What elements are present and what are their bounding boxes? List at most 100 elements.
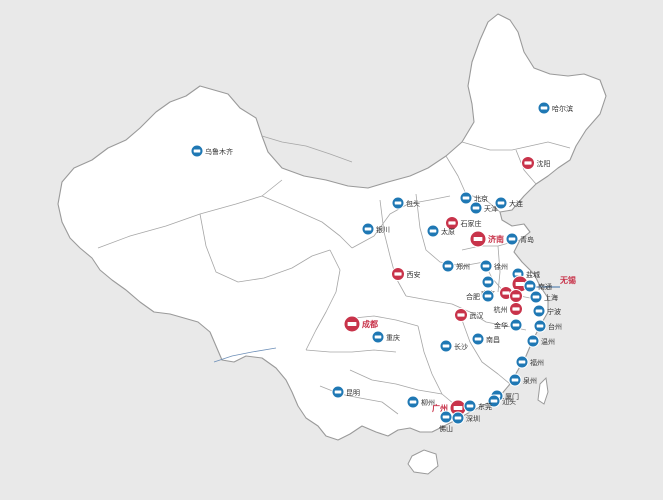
city-label-xiamen: 厦门 bbox=[505, 392, 519, 401]
city-marker-nanchang[interactable]: 南昌 bbox=[471, 332, 500, 346]
city-logo-tianjin bbox=[472, 206, 480, 210]
city-marker-urumqi[interactable]: 乌鲁木齐 bbox=[190, 144, 233, 158]
city-logo-yancheng bbox=[514, 272, 522, 276]
city-label-jinan: 济南 bbox=[488, 234, 504, 244]
city-logo-zhengzhou bbox=[444, 264, 452, 268]
city-logo-hangzhou bbox=[512, 307, 520, 311]
city-logo-shenzhen bbox=[454, 416, 462, 420]
city-marker-dongguan[interactable]: 东莞 bbox=[463, 399, 492, 413]
city-logo-liuzhou bbox=[409, 400, 417, 404]
city-label-changsha: 长沙 bbox=[454, 342, 468, 351]
city-label-harbin: 哈尔滨 bbox=[552, 104, 573, 113]
city-marker-nantong[interactable]: 南通 bbox=[523, 279, 552, 293]
city-marker-liuzhou[interactable]: 柳州 bbox=[406, 395, 435, 409]
city-logo-taiyuan bbox=[429, 229, 437, 233]
city-marker-hangzhou[interactable]: 杭州 bbox=[494, 302, 523, 316]
city-label-wuhan: 武汉 bbox=[470, 311, 484, 320]
city-label-hefei: 合肥 bbox=[466, 292, 480, 301]
city-marker-shanghai[interactable]: 上海 bbox=[529, 290, 558, 304]
city-logo-chengdu bbox=[347, 322, 357, 326]
city-marker-zhengzhou[interactable]: 郑州 bbox=[441, 259, 470, 273]
city-logo-ningbo bbox=[535, 309, 543, 313]
city-marker-shijiazhuang[interactable]: 石家庄 bbox=[445, 216, 482, 230]
city-label-taiyuan: 太原 bbox=[441, 227, 455, 236]
taiwan-island bbox=[537, 376, 549, 405]
city-logo-guangzhou bbox=[453, 406, 463, 410]
hainan-island bbox=[407, 449, 439, 475]
city-logo-harbin bbox=[540, 106, 548, 110]
city-marker-shenzhen[interactable]: 深圳 bbox=[451, 411, 480, 425]
city-logo-fuzhou bbox=[518, 360, 526, 364]
city-label-taizhou: 台州 bbox=[548, 322, 562, 331]
city-marker-dalian[interactable]: 大连 bbox=[494, 196, 523, 210]
city-logo-wuxi bbox=[515, 282, 525, 286]
city-label-xian: 西安 bbox=[407, 270, 421, 279]
city-logo-xian bbox=[394, 272, 402, 276]
city-marker-chongqing[interactable]: 重庆 bbox=[371, 330, 400, 344]
city-marker-kunming[interactable]: 昆明 bbox=[331, 385, 360, 399]
city-label-dongguan: 东莞 bbox=[478, 402, 492, 411]
city-label-yancheng: 盐城 bbox=[526, 270, 540, 279]
city-marker-qingdao[interactable]: 青岛 bbox=[505, 232, 534, 246]
city-logo-quanzhou bbox=[511, 378, 519, 382]
city-label-yinchuan: 银川 bbox=[376, 225, 390, 234]
city-logo-dalian bbox=[497, 201, 505, 205]
city-label-nanchang: 南昌 bbox=[486, 335, 500, 344]
city-label-qingdao: 青岛 bbox=[520, 235, 534, 244]
city-marker-quanzhou[interactable]: 泉州 bbox=[508, 373, 537, 387]
city-logo-shanghai bbox=[532, 295, 540, 299]
china-mainland bbox=[57, 13, 607, 441]
city-label-chongqing: 重庆 bbox=[386, 333, 400, 342]
city-label-shantou: 汕头 bbox=[502, 397, 516, 406]
city-marker-shenyang[interactable]: 沈阳 bbox=[521, 156, 551, 170]
city-logo-baotou bbox=[394, 201, 402, 205]
city-marker-jinhua[interactable]: 金华 bbox=[494, 318, 523, 332]
city-label-quanzhou: 泉州 bbox=[523, 376, 537, 385]
city-marker-hefei[interactable]: 合肥 bbox=[466, 289, 495, 303]
city-marker-ningbo[interactable]: 宁波 bbox=[532, 304, 561, 318]
city-label-shenzhen: 深圳 bbox=[466, 414, 480, 423]
city-marker-xian[interactable]: 西安 bbox=[391, 267, 421, 281]
city-logo-jinhua bbox=[512, 323, 520, 327]
city-label-beijing: 北京 bbox=[474, 194, 488, 203]
city-marker-harbin[interactable]: 哈尔滨 bbox=[537, 101, 573, 115]
city-marker-shantou[interactable]: 汕头 bbox=[487, 394, 516, 408]
city-label-tianjin: 天津 bbox=[484, 205, 498, 213]
city-marker-xuzhou[interactable]: 徐州 bbox=[479, 259, 508, 273]
city-marker-taiyuan[interactable]: 太原 bbox=[426, 224, 455, 238]
city-marker-suzhou[interactable] bbox=[509, 289, 523, 303]
city-logo-xuzhou bbox=[482, 264, 490, 268]
city-logo-wuhan bbox=[457, 313, 465, 317]
city-marker-yinchuan[interactable]: 银川 bbox=[361, 222, 390, 236]
city-logo-changzhou bbox=[502, 291, 510, 295]
city-logo-suzhou bbox=[512, 294, 520, 298]
city-label-jinhua: 金华 bbox=[494, 321, 508, 330]
city-markers: 乌鲁木齐哈尔滨沈阳北京天津大连包头银川石家庄太原济南青岛西安郑州徐州盐城无锡南京… bbox=[190, 101, 576, 433]
city-marker-changsha[interactable]: 长沙 bbox=[439, 339, 468, 353]
city-marker-taizhou[interactable]: 台州 bbox=[533, 319, 562, 333]
city-label-urumqi: 乌鲁木齐 bbox=[205, 147, 233, 156]
city-marker-baotou[interactable]: 包头 bbox=[391, 196, 420, 210]
city-label-baotou: 包头 bbox=[406, 199, 420, 208]
city-marker-tianjin[interactable]: 天津 bbox=[469, 201, 498, 215]
city-marker-jinan[interactable]: 济南 bbox=[469, 230, 504, 248]
city-marker-fuzhou[interactable]: 福州 bbox=[515, 355, 544, 369]
city-label-shanghai: 上海 bbox=[544, 293, 558, 302]
city-logo-wenzhou bbox=[529, 339, 537, 343]
city-label-wenzhou: 温州 bbox=[541, 337, 555, 346]
city-logo-urumqi bbox=[193, 149, 201, 153]
city-label-chengdu: 成都 bbox=[362, 319, 378, 329]
city-logo-beijing bbox=[462, 196, 470, 200]
city-label-dalian: 大连 bbox=[509, 199, 523, 208]
city-marker-wuhan[interactable]: 武汉 bbox=[454, 308, 484, 322]
city-marker-beijing[interactable]: 北京 bbox=[459, 191, 488, 205]
city-marker-chengdu[interactable]: 成都 bbox=[343, 315, 378, 333]
city-logo-jinan bbox=[473, 237, 483, 241]
city-label-guangzhou: 广州 bbox=[432, 403, 448, 413]
city-marker-wenzhou[interactable]: 温州 bbox=[526, 334, 555, 348]
city-label-ningbo: 宁波 bbox=[547, 307, 561, 316]
city-logo-shantou bbox=[490, 399, 498, 403]
city-logo-hefei bbox=[484, 294, 492, 298]
city-logo-nanjing bbox=[484, 280, 492, 284]
